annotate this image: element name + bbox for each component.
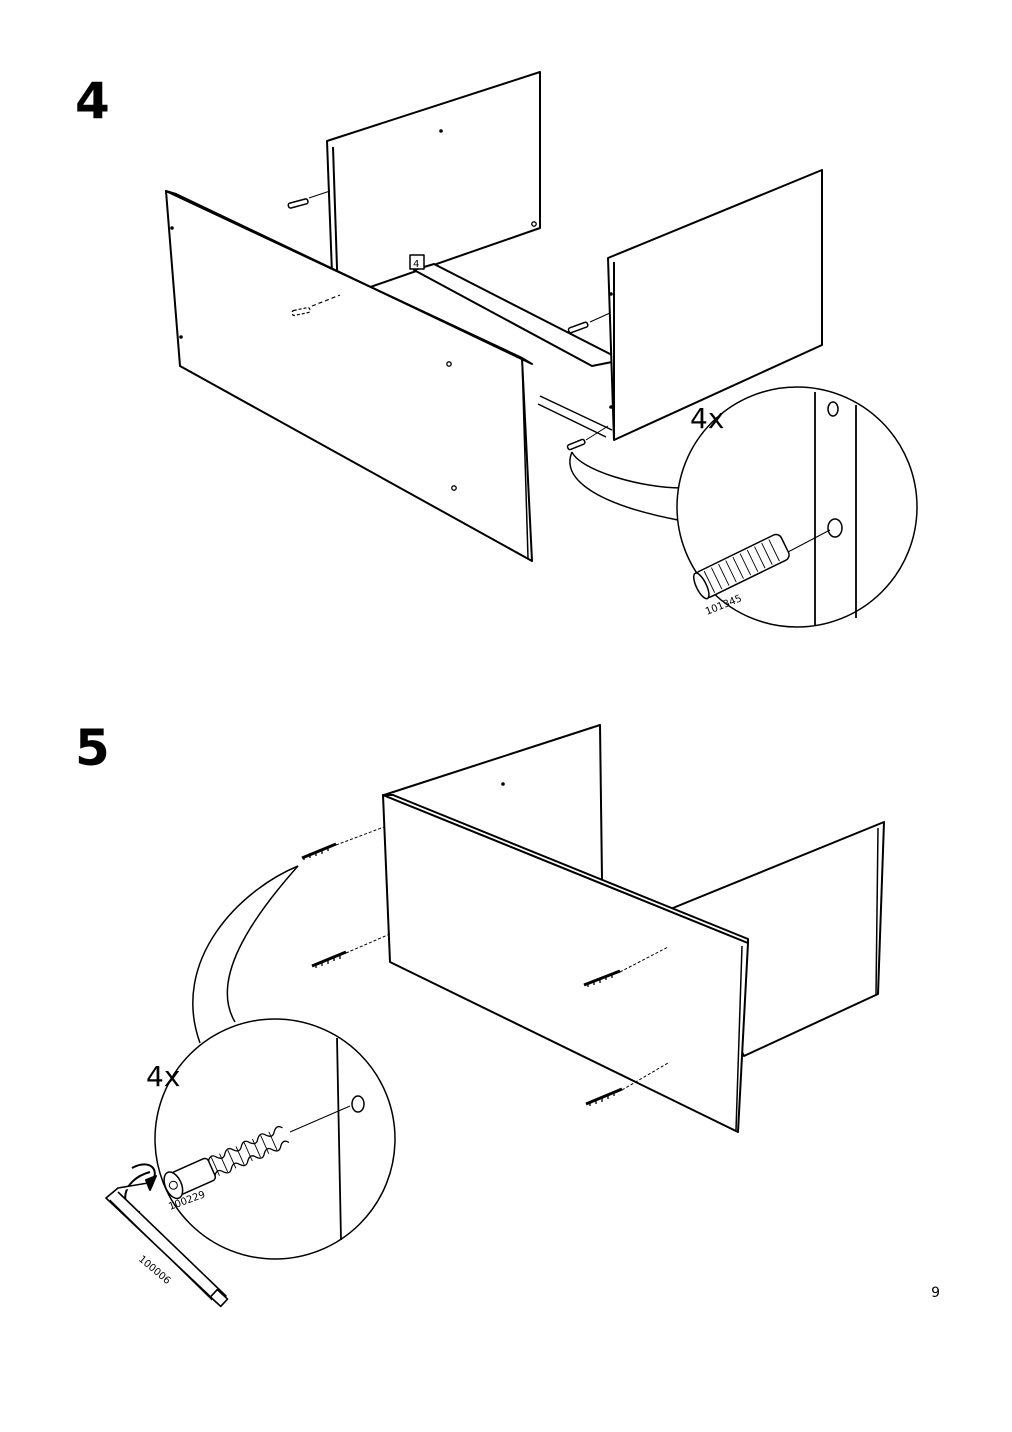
screw-upper-left (301, 826, 385, 860)
screw-upper-right (583, 946, 669, 987)
page-number: 9 (931, 1285, 940, 1301)
allen-key-part-id: 100006 (136, 1254, 172, 1287)
detail-callout-step-5: 100229 (154, 1018, 396, 1260)
back-panel (326, 71, 541, 301)
bolt-part-id: 100229 (167, 1189, 207, 1212)
connector-bolt (163, 1125, 290, 1200)
bracket-tag: 4 (409, 254, 425, 270)
hidden-dowel (291, 294, 341, 317)
step-4-number: 4 (75, 72, 110, 130)
right-side-panel (607, 169, 823, 441)
back-panel-assembled (383, 724, 603, 961)
allen-key (105, 1182, 229, 1308)
screw-lower-right (585, 1062, 669, 1106)
step-5-quantity: 4x (146, 1060, 180, 1093)
dowel-back (287, 190, 331, 209)
right-side-panel-assembled (667, 821, 885, 1057)
ribbed-dowel (692, 533, 790, 600)
front-panel (165, 190, 533, 562)
rotation-arrow (124, 1163, 157, 1213)
dowel-right-lower (566, 425, 609, 451)
step-4-illustration: 4 (165, 71, 918, 628)
bracket-tag-label: 4 (413, 259, 419, 270)
step-5-number: 5 (75, 719, 110, 777)
dowel-right-upper (567, 312, 611, 334)
screw-lower-left (311, 933, 391, 968)
detail-callout-step-4: 101345 (676, 386, 918, 628)
step-4-quantity: 4x (690, 402, 724, 435)
front-panel-assembled (382, 794, 749, 1133)
